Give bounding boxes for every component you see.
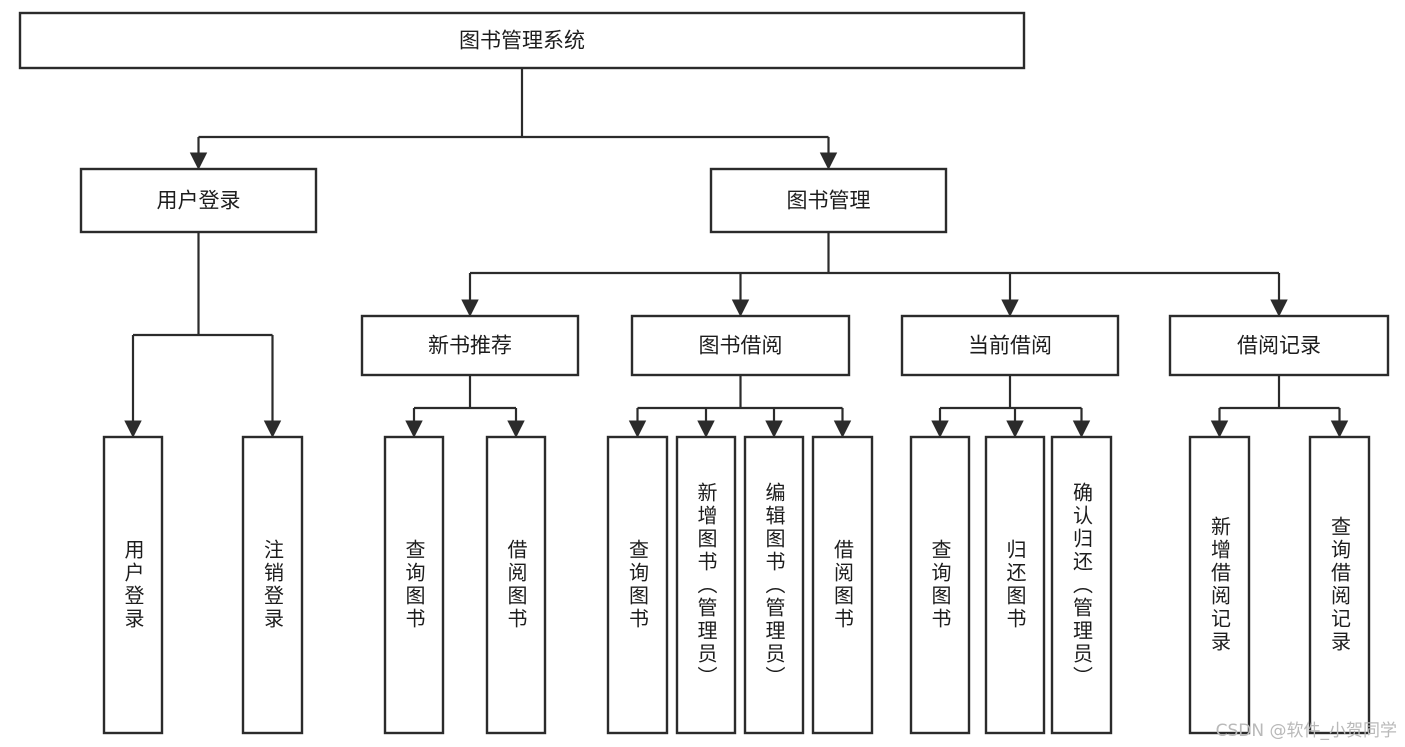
node-leaf-confirm-return-rect[interactable] bbox=[1050, 435, 1113, 735]
node-user-login-rect[interactable] bbox=[79, 167, 318, 234]
node-borrow-record-rect[interactable] bbox=[1168, 314, 1390, 377]
node-leaf-user-logout[interactable] bbox=[241, 435, 304, 735]
node-leaf-query-book-1-rect[interactable] bbox=[383, 435, 445, 735]
node-book-borrow-label: 图书借阅 bbox=[699, 334, 783, 358]
connector-layer bbox=[124, 68, 1349, 438]
node-book-borrow[interactable]: 图书借阅 bbox=[630, 314, 851, 377]
node-leaf-query-book-2[interactable] bbox=[606, 435, 669, 735]
node-leaf-add-record-rect[interactable] bbox=[1188, 435, 1251, 735]
node-leaf-query-book-1[interactable] bbox=[383, 435, 445, 735]
node-book-manage[interactable]: 图书管理 bbox=[709, 167, 948, 234]
node-borrow-record[interactable]: 借阅记录 bbox=[1168, 314, 1390, 377]
node-current-borrow-label: 当前借阅 bbox=[968, 334, 1052, 358]
node-leaf-query-record[interactable] bbox=[1308, 435, 1371, 735]
node-leaf-add-book[interactable] bbox=[675, 435, 737, 735]
node-borrow-record-label: 借阅记录 bbox=[1237, 334, 1321, 358]
node-leaf-user-login[interactable] bbox=[102, 435, 164, 735]
node-leaf-return-book[interactable] bbox=[984, 435, 1046, 735]
node-leaf-borrow-book-2-rect[interactable] bbox=[811, 435, 874, 735]
node-leaf-confirm-return[interactable] bbox=[1050, 435, 1113, 735]
node-leaf-user-logout-rect[interactable] bbox=[241, 435, 304, 735]
node-book-manage-label: 图书管理 bbox=[787, 189, 871, 213]
node-book-manage-rect[interactable] bbox=[709, 167, 948, 234]
node-leaf-edit-book-rect[interactable] bbox=[743, 435, 805, 735]
node-root[interactable]: 图书管理系统 bbox=[18, 11, 1026, 70]
node-leaf-add-record[interactable] bbox=[1188, 435, 1251, 735]
node-book-borrow-rect[interactable] bbox=[630, 314, 851, 377]
node-current-borrow[interactable]: 当前借阅 bbox=[900, 314, 1120, 377]
node-leaf-borrow-book-1-rect[interactable] bbox=[485, 435, 547, 735]
node-leaf-user-login-rect[interactable] bbox=[102, 435, 164, 735]
node-leaf-add-book-rect[interactable] bbox=[675, 435, 737, 735]
node-leaf-borrow-book-2[interactable] bbox=[811, 435, 874, 735]
node-new-book-rec[interactable]: 新书推荐 bbox=[360, 314, 580, 377]
node-new-book-rec-rect[interactable] bbox=[360, 314, 580, 377]
node-current-borrow-rect[interactable] bbox=[900, 314, 1120, 377]
node-user-login-label: 用户登录 bbox=[157, 189, 241, 213]
node-root-label: 图书管理系统 bbox=[459, 29, 585, 53]
node-root-rect[interactable] bbox=[18, 11, 1026, 70]
node-new-book-rec-label: 新书推荐 bbox=[428, 334, 512, 358]
node-user-login[interactable]: 用户登录 bbox=[79, 167, 318, 234]
node-leaf-query-book-3-rect[interactable] bbox=[909, 435, 971, 735]
watermark-label: CSDN @软件_小贺同学 bbox=[1215, 721, 1397, 741]
node-leaf-query-book-3[interactable] bbox=[909, 435, 971, 735]
node-leaf-query-book-2-rect[interactable] bbox=[606, 435, 669, 735]
node-leaf-borrow-book-1[interactable] bbox=[485, 435, 547, 735]
node-leaf-edit-book[interactable] bbox=[743, 435, 805, 735]
node-leaf-query-record-rect[interactable] bbox=[1308, 435, 1371, 735]
node-leaf-return-book-rect[interactable] bbox=[984, 435, 1046, 735]
